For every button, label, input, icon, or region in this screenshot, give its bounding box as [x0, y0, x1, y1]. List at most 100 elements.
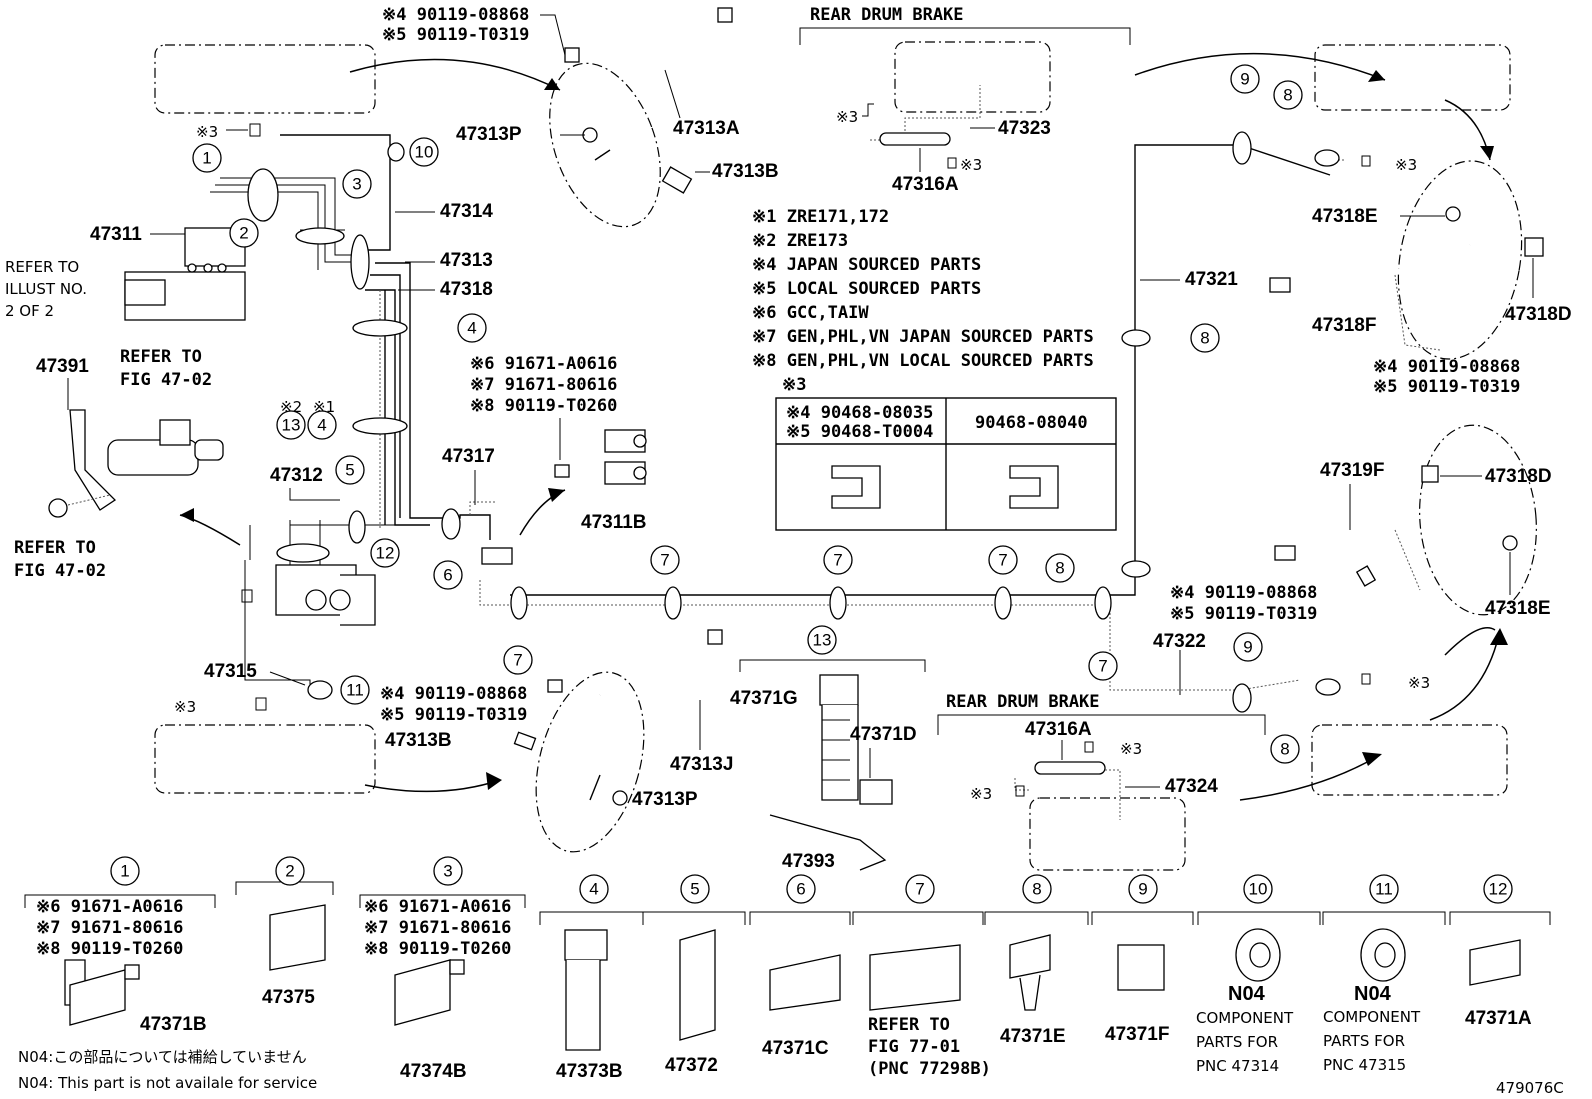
footnote-jp: N04:この部品については補給していません	[18, 1048, 307, 1066]
front-left-wheel-area	[154, 44, 561, 118]
bolt-note-right-upper-a: ※4 90119-08868	[1373, 357, 1520, 377]
rear-drum-brake-top-label: REAR DRUM BRAKE	[810, 5, 964, 25]
part-47313B-top: 47313B	[712, 161, 779, 182]
callout-number-7: 7	[513, 651, 522, 670]
callout-circle-4	[579, 874, 609, 904]
callout-number-10: 10	[1249, 880, 1268, 899]
flex-hose-47313J	[535, 629, 723, 853]
clip-table-right: 90468-08040	[975, 413, 1088, 433]
callout-number-8: 8	[1280, 740, 1289, 759]
part-47313: 47313	[440, 250, 493, 271]
callout-circle-12	[1483, 874, 1513, 904]
part-47318F: 47318F	[1312, 315, 1376, 336]
part-47313P-bot: 47313P	[632, 789, 698, 810]
callout-number-5: 5	[345, 461, 354, 480]
x3-note-top1: ※3	[836, 108, 858, 126]
c5-part: 47372	[665, 1055, 718, 1076]
bolt-note-b: ※5 90119-T0319	[382, 25, 529, 45]
callout-circle-7	[650, 545, 680, 575]
callout-circle-1	[110, 856, 140, 886]
callout-circle-9	[1128, 874, 1158, 904]
refer-fig4702-bot-2: FIG 47-02	[14, 561, 106, 581]
clamp-note-a: ※6 91671-A0616	[470, 354, 617, 374]
c4-part: 47373B	[556, 1061, 623, 1082]
part-47311: 47311	[90, 224, 142, 245]
callout-circle-4	[307, 410, 337, 440]
c11-code: N04	[1354, 983, 1392, 1005]
callout-circle-9	[1233, 632, 1263, 662]
c10-line3: PNC 47314	[1196, 1057, 1279, 1075]
c11-line3: PNC 47315	[1323, 1056, 1406, 1074]
part-47317: 47317	[442, 446, 495, 467]
c1-note-c: ※8 90119-T0260	[36, 939, 183, 959]
callout-number-6: 6	[796, 880, 805, 899]
part-47311B: 47311B	[581, 512, 647, 533]
callout-number-4: 4	[589, 880, 598, 899]
part-47321: 47321	[1185, 269, 1238, 290]
callout-circle-8	[1270, 734, 1300, 764]
callout-number-7: 7	[915, 880, 924, 899]
refer-fig7701-2: FIG 77-01	[868, 1037, 960, 1057]
refer-illust-line2: ILLUST NO.	[5, 280, 87, 298]
callout-number-7: 7	[833, 551, 842, 570]
callout-circle-13	[276, 410, 306, 440]
c8-part: 47371E	[1000, 1026, 1066, 1047]
callout-number-11: 11	[1375, 880, 1393, 899]
bolt-note-right-lower-a: ※4 90119-08868	[1170, 583, 1317, 603]
c6-part: 47371C	[762, 1038, 829, 1059]
c11-line1: COMPONENT	[1323, 1008, 1421, 1026]
callout-number-8: 8	[1032, 880, 1041, 899]
callout-circle-7	[1088, 651, 1118, 681]
callout-number-13: 13	[282, 416, 301, 435]
part-47371D: 47371D	[850, 724, 917, 745]
refer-fig7701-3: (PNC 77298B)	[868, 1059, 991, 1079]
part-47314: 47314	[440, 201, 493, 222]
refer-fig7701-1: REFER TO	[868, 1015, 950, 1035]
callout-circle-7	[905, 874, 935, 904]
part-47318: 47318	[440, 279, 493, 300]
bolt-note-a: ※4 90119-08868	[382, 5, 529, 25]
callout-circle-4	[457, 313, 487, 343]
clamp-47311B	[554, 429, 647, 485]
diagram-id: 479076C	[1496, 1079, 1564, 1097]
part-47318E-top: 47318E	[1312, 206, 1378, 227]
callout-circle-11	[340, 675, 370, 705]
callout-number-13: 13	[813, 631, 832, 650]
legend-8: ※8 GEN,PHL,VN LOCAL SOURCED PARTS	[752, 351, 1094, 371]
clamp-note-b: ※7 91671-80616	[470, 375, 617, 395]
x3-note-right-upper: ※3	[1395, 156, 1417, 174]
x3-note-bottom2: ※3	[970, 785, 992, 803]
callout-number-2: 2	[285, 862, 294, 881]
callout-number-8: 8	[1055, 559, 1064, 578]
callout-circle-7	[988, 545, 1018, 575]
callout-circle-3	[342, 169, 372, 199]
callout-number-4: 4	[317, 416, 326, 435]
legend-4: ※4 JAPAN SOURCED PARTS	[752, 255, 981, 275]
c3-note-b: ※7 91671-80616	[364, 918, 511, 938]
c3-note-a: ※6 91671-A0616	[364, 897, 511, 917]
c3-note-c: ※8 90119-T0260	[364, 939, 511, 959]
part-47315: 47315	[204, 661, 257, 682]
x3-note-bottom1: ※3	[1120, 740, 1142, 758]
callout-number-8: 8	[1200, 329, 1209, 348]
c1-note-a: ※6 91671-A0616	[36, 897, 183, 917]
clamp-note-c: ※8 90119-T0260	[470, 396, 617, 416]
callout-number-3: 3	[352, 175, 361, 194]
callout-circle-10	[409, 137, 439, 167]
part-47318D-top: 47318D	[1505, 304, 1572, 325]
c1-part: 47371B	[140, 1014, 207, 1035]
rear-drum-brake-bottom-label: REAR DRUM BRAKE	[946, 692, 1100, 712]
c12-part: 47371A	[1465, 1008, 1532, 1029]
footnote-en: N04: This part is not availale for servi…	[18, 1074, 317, 1092]
callout-circle-1	[192, 143, 222, 173]
callout-circle-3	[433, 856, 463, 886]
part-47313J: 47313J	[670, 754, 733, 775]
callout-number-2: 2	[239, 224, 248, 243]
part-47393: 47393	[782, 851, 835, 872]
callout-circle-7	[503, 645, 533, 675]
callout-circle-12	[370, 538, 400, 568]
part-47313B-bot: 47313B	[385, 730, 452, 751]
